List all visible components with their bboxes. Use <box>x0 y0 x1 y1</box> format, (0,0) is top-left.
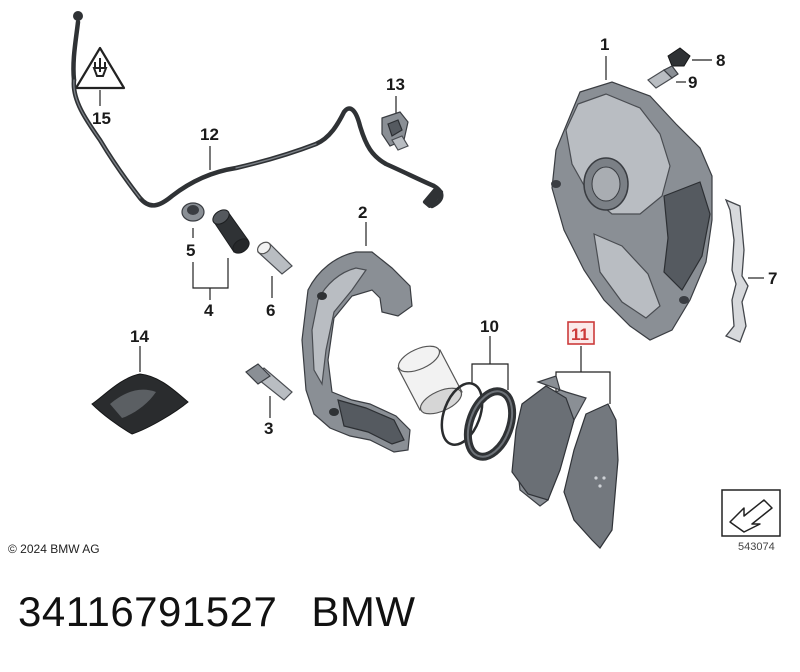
label-11: 11 <box>571 325 589 344</box>
orientation-arrow-icon <box>721 489 781 537</box>
guide-pin <box>256 241 293 298</box>
label-14: 14 <box>130 327 149 346</box>
label-1: 1 <box>600 35 609 54</box>
label-3: 3 <box>264 419 273 438</box>
grease-sachet <box>91 346 189 435</box>
label-7: 7 <box>768 269 777 288</box>
label-13: 13 <box>386 75 405 94</box>
piston-seal-kit <box>440 336 517 461</box>
copyright-notice: © 2024 BMW AG <box>8 542 100 556</box>
label-6: 6 <box>266 301 275 320</box>
wear-sensor-cable <box>71 77 444 209</box>
carrier-bolt <box>245 363 293 418</box>
label-10: 10 <box>480 317 499 336</box>
label-2: 2 <box>358 203 367 222</box>
label-15: 15 <box>92 109 111 128</box>
guide-sleeve <box>181 202 250 300</box>
brand-name: BMW <box>311 588 416 635</box>
spring-clip <box>724 198 764 343</box>
bleeder-screw <box>647 65 686 89</box>
part-caption: 34116791527 BMW <box>18 588 449 636</box>
label-4: 4 <box>204 301 214 320</box>
label-5: 5 <box>186 241 195 260</box>
bleeder-cap <box>667 47 712 67</box>
part-number: 34116791527 <box>18 588 278 635</box>
diagram-reference-number: 543074 <box>738 541 775 553</box>
brake-caliper <box>551 56 713 341</box>
label-12: 12 <box>200 125 219 144</box>
warning-connector-icon <box>71 11 126 106</box>
caliper-piston <box>397 345 463 415</box>
caliper-carrier <box>301 222 413 453</box>
cable-holder <box>381 96 409 151</box>
brake-pad-set <box>511 321 619 549</box>
label-8: 8 <box>716 51 725 70</box>
label-9: 9 <box>688 73 697 92</box>
